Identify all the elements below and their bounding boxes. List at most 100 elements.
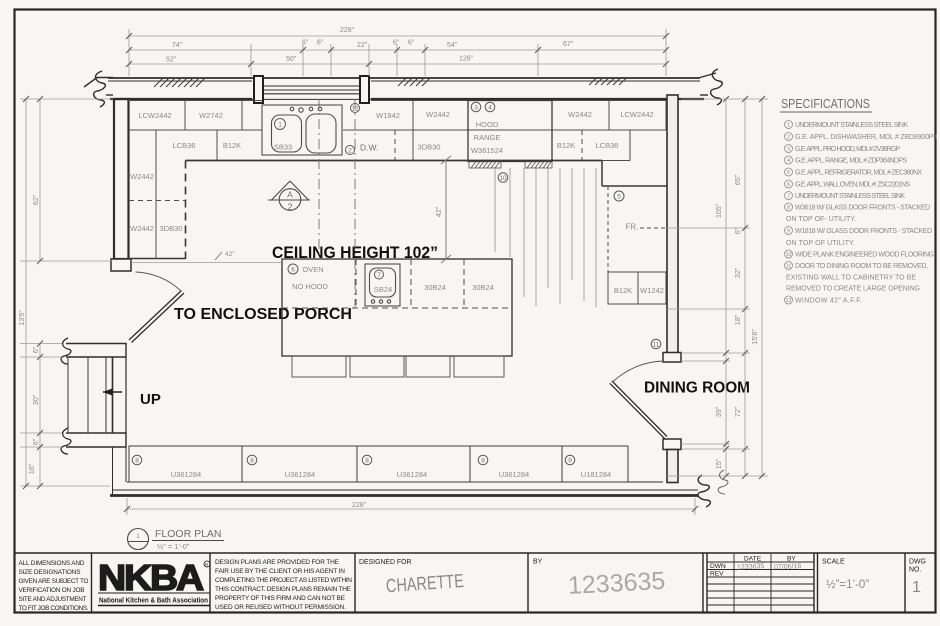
svg-text:W1818 W/ GLASS DOOR FRONTS - S: W1818 W/ GLASS DOOR FRONTS - STACKED — [795, 228, 932, 235]
svg-text:EXISTING WALL TO CABINETRY TO: EXISTING WALL TO CABINETRY TO BE — [786, 275, 916, 282]
svg-text:G.E. APPL. DISHWASHER, MDL # Z: G.E. APPL. DISHWASHER, MDL # ZBD8900PII — [795, 134, 937, 141]
svg-text:LCW2442: LCW2442 — [620, 110, 653, 119]
svg-text:W1242: W1242 — [640, 286, 664, 295]
svg-text:228”: 228” — [340, 27, 355, 34]
svg-text:SB24: SB24 — [374, 285, 392, 294]
svg-text:1: 1 — [278, 122, 282, 129]
svg-text:8: 8 — [135, 458, 139, 465]
svg-text:TO ENCLOSED PORCH: TO ENCLOSED PORCH — [174, 306, 352, 323]
svg-text:6”: 6” — [302, 40, 309, 47]
svg-text:6”: 6” — [393, 40, 400, 47]
svg-text:3DB30: 3DB30 — [160, 224, 183, 233]
svg-text:W2442: W2442 — [130, 172, 154, 181]
svg-text:THIS CONTRACT. DESIGN PLANS RE: THIS CONTRACT. DESIGN PLANS REMAIN THE — [215, 586, 352, 593]
svg-text:8: 8 — [481, 458, 485, 465]
svg-text:7: 7 — [787, 194, 790, 200]
svg-text:½” = 1’-0”: ½” = 1’-0” — [157, 542, 190, 551]
svg-text:52”: 52” — [166, 57, 177, 64]
svg-text:W2442: W2442 — [130, 224, 154, 233]
svg-text:15'8”: 15'8” — [752, 329, 759, 345]
svg-text:6”: 6” — [317, 40, 324, 47]
svg-text:RANGE: RANGE — [474, 133, 501, 142]
svg-text:10: 10 — [499, 175, 507, 182]
svg-text:GIVEN ARE SUBJECT TO: GIVEN ARE SUBJECT TO — [19, 578, 89, 585]
svg-text:B12K: B12K — [614, 286, 632, 295]
svg-text:67”: 67” — [563, 41, 574, 48]
svg-text:SB33: SB33 — [274, 143, 292, 152]
svg-text:6”: 6” — [33, 346, 40, 353]
svg-text:7: 7 — [377, 272, 381, 279]
svg-text:4: 4 — [488, 105, 492, 112]
svg-text:UNDERMOUNT STAINLESS STEEL SIN: UNDERMOUNT STAINLESS STEEL SINK — [795, 193, 905, 200]
svg-text:3: 3 — [474, 105, 478, 112]
svg-text:SITE AND ADJUSTMENT: SITE AND ADJUSTMENT — [19, 596, 87, 603]
svg-text:PROPERTY OF THIS FIRM AND CAN: PROPERTY OF THIS FIRM AND CAN NOT BE — [215, 595, 346, 602]
svg-text:U361284: U361284 — [499, 470, 529, 479]
svg-text:W2442: W2442 — [568, 110, 592, 119]
svg-text:A: A — [287, 190, 293, 200]
svg-text:U361284: U361284 — [171, 470, 201, 479]
svg-text:DOOR TO DINING ROOM TO BE REMO: DOOR TO DINING ROOM TO BE REMOVED, — [795, 263, 928, 270]
svg-text:LCB36: LCB36 — [596, 141, 619, 150]
svg-text:D.W.: D.W. — [360, 143, 378, 153]
svg-text:HOOD: HOOD — [476, 120, 499, 129]
svg-text:105”: 105” — [716, 203, 723, 218]
svg-text:62”: 62” — [33, 194, 40, 205]
svg-text:U361284: U361284 — [285, 470, 315, 479]
svg-text:W361524: W361524 — [471, 146, 503, 155]
svg-text:228”: 228” — [352, 502, 367, 509]
svg-text:4: 4 — [787, 158, 790, 164]
svg-text:32”: 32” — [735, 267, 742, 278]
svg-text:FR.: FR. — [626, 223, 639, 232]
svg-text:15”: 15” — [716, 458, 723, 469]
svg-text:54”: 54” — [447, 42, 458, 49]
svg-text:1233635: 1233635 — [567, 567, 666, 600]
svg-text:W3618 W/ GLASS DOOR FRONTS - S: W3618 W/ GLASS DOOR FRONTS - STACKED — [795, 205, 930, 212]
svg-text:11: 11 — [653, 342, 660, 349]
svg-text:8: 8 — [365, 458, 369, 465]
svg-text:30”: 30” — [33, 394, 40, 405]
svg-text:1: 1 — [787, 123, 790, 129]
svg-text:DESIGN PLANS ARE PROVIDED FOR: DESIGN PLANS ARE PROVIDED FOR THE — [215, 559, 340, 566]
svg-text:30B24: 30B24 — [424, 283, 446, 292]
svg-text:2: 2 — [787, 135, 790, 141]
svg-text:1: 1 — [136, 533, 140, 540]
svg-text:3DB30: 3DB30 — [418, 143, 441, 152]
svg-text:REMOVED TO CREATE LARGE OPENIN: REMOVED TO CREATE LARGE OPENING — [786, 286, 920, 293]
svg-text:10: 10 — [785, 252, 791, 258]
svg-text:12: 12 — [351, 106, 359, 113]
svg-text:R: R — [205, 563, 209, 568]
svg-text:G.E. APPL. REFRIGERATOR, MDL #: G.E. APPL. REFRIGERATOR, MDL # ZEC360NX — [795, 170, 922, 177]
svg-text:50”: 50” — [286, 56, 297, 63]
svg-text:DINING ROOM: DINING ROOM — [644, 380, 750, 397]
svg-text:U361284: U361284 — [397, 470, 427, 479]
svg-text:NO HOOD: NO HOOD — [292, 282, 328, 291]
svg-text:9: 9 — [787, 229, 790, 235]
svg-text:LCW2442: LCW2442 — [138, 111, 171, 120]
svg-text:VERIFICATION ON JOB: VERIFICATION ON JOB — [19, 587, 85, 594]
svg-text:WINDOW 42” A.F.F.: WINDOW 42” A.F.F. — [795, 298, 862, 305]
svg-text:2: 2 — [348, 148, 352, 155]
svg-text:3: 3 — [787, 147, 790, 153]
svg-text:SCALE: SCALE — [822, 559, 845, 566]
svg-text:6”: 6” — [735, 227, 742, 234]
svg-text:COMPLETING THE PROJECT AS LIST: COMPLETING THE PROJECT AS LISTED WITHIN — [215, 577, 352, 584]
svg-text:5: 5 — [787, 170, 790, 176]
svg-text:BY: BY — [787, 556, 796, 563]
svg-text:USED OR REUSED WITHOUT PERM: USED OR REUSED WITHOUT PERMISSION. — [215, 604, 346, 611]
svg-text:WIDE PLANK ENGINEERED WOOD FLO: WIDE PLANK ENGINEERED WOOD FLOORING — [795, 252, 934, 259]
svg-text:ALL DIMENSIONS AND: ALL DIMENSIONS AND — [19, 560, 85, 567]
svg-text:126”: 126” — [459, 56, 474, 63]
svg-text:UNDERMOUNT STAINLESS STEEL SIN: UNDERMOUNT STAINLESS STEEL SINK — [795, 122, 908, 129]
svg-text:U181284: U181284 — [581, 470, 611, 479]
svg-text:SIZE DESIGNATIONS: SIZE DESIGNATIONS — [19, 569, 81, 576]
svg-text:11: 11 — [786, 264, 792, 270]
svg-text:1233635: 1233635 — [737, 563, 765, 571]
svg-text:16”: 16” — [29, 463, 36, 474]
svg-text:22”: 22” — [357, 42, 368, 49]
svg-text:LCB36: LCB36 — [173, 141, 196, 150]
svg-text:07/06/16: 07/06/16 — [774, 563, 802, 571]
svg-text:W2442: W2442 — [426, 110, 450, 119]
svg-text:65”: 65” — [735, 174, 742, 185]
svg-text:DATE: DATE — [744, 556, 762, 563]
